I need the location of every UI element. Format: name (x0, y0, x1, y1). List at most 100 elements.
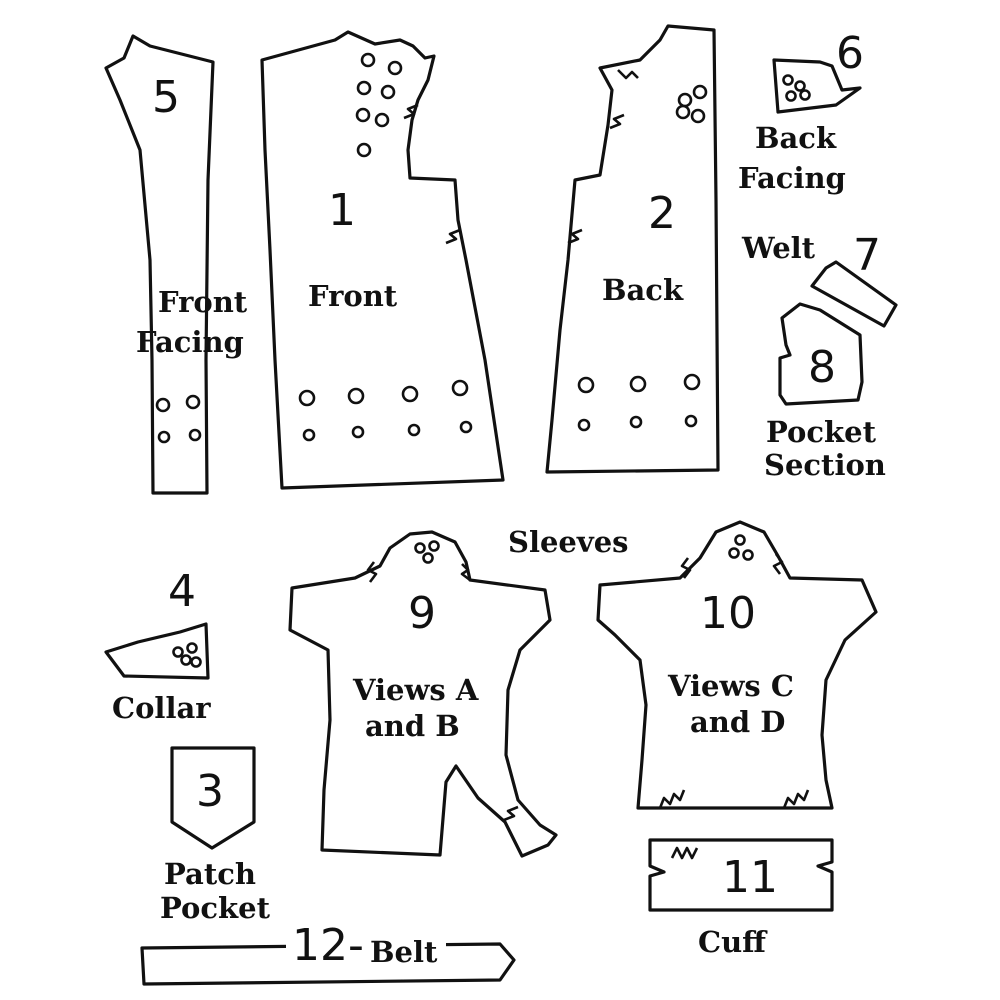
pocket-section-label-line1: Pocket (766, 415, 877, 449)
buttonhole-marking (407, 423, 421, 437)
buttonhole-marking (347, 387, 365, 405)
buttonhole-marking (351, 425, 365, 439)
piece-front: 1 Front (260, 30, 505, 490)
buttonhole-marking (675, 104, 691, 120)
buttonhole-marking (185, 394, 201, 410)
buttonhole-marking (422, 552, 434, 564)
piece-sleeve-ab: 9 Views A and B (288, 530, 558, 858)
patch-pocket-outline (170, 746, 256, 850)
belt-label-backing (286, 924, 446, 968)
back-notch-lower (567, 228, 583, 245)
sleeve-ab-number: 9 (408, 588, 436, 639)
patch-pocket-label-line2: Pocket (160, 891, 271, 925)
buttonhole-marking (683, 373, 701, 391)
buttonhole-marking (692, 84, 708, 100)
buttonhole-marking (799, 89, 811, 101)
piece-patch-pocket: 3 Patch Pocket (160, 746, 271, 925)
welt-label: Welt (741, 231, 816, 265)
buttonhole-marking (684, 414, 698, 428)
piece-belt: 12- Belt (140, 920, 516, 986)
buttonhole-marking (629, 415, 643, 429)
buttonhole-marking (190, 656, 202, 668)
buttonhole-marking (690, 108, 706, 124)
sleeve-cd-notch-hem-left (658, 789, 686, 809)
buttonhole-marking (401, 385, 419, 403)
buttonhole-marking (451, 379, 469, 397)
patch-pocket-number: 3 (196, 766, 224, 817)
buttonhole-marking (577, 418, 591, 432)
cuff-label: Cuff (698, 925, 768, 959)
back-facing-label-line2: Facing (738, 161, 846, 195)
buttonhole-marking (428, 540, 440, 552)
belt-number: 12- (292, 920, 364, 971)
back-label: Back (602, 273, 684, 307)
back-notch-upper (609, 113, 625, 130)
piece-pocket-section: 8 Pocket Section (764, 302, 886, 482)
buttonhole-marking (742, 549, 754, 561)
cuff-notch (670, 846, 699, 860)
front-label: Front (308, 279, 398, 313)
collar-label: Collar (112, 691, 211, 725)
piece-collar: 4 Collar (104, 566, 211, 725)
buttonhole-marking (157, 430, 171, 444)
buttonhole-marking (188, 428, 202, 442)
piece-cuff: 11 Cuff (648, 838, 834, 959)
patch-pocket-label-line1: Patch (164, 857, 256, 891)
sleeve-ab-notch-left (366, 561, 378, 583)
pocket-section-label-line2: Section (764, 448, 886, 482)
buttonhole-marking (155, 397, 171, 413)
sleeve-ab-label-line2: and B (365, 709, 460, 743)
collar-number: 4 (168, 566, 196, 617)
sleeve-cd-number: 10 (700, 588, 756, 639)
back-facing-number: 6 (836, 28, 864, 79)
piece-welt: 7 Welt (741, 230, 898, 328)
welt-outline (810, 260, 898, 328)
front-facing-number: 5 (152, 72, 180, 123)
buttonhole-marking (728, 547, 740, 559)
back-number: 2 (648, 188, 676, 239)
sleeve-ab-notch-right (460, 563, 471, 582)
cuff-number: 11 (722, 852, 778, 903)
back-outline (545, 24, 720, 474)
front-notch-lower (445, 228, 461, 245)
front-facing-label-line2: Facing (136, 325, 244, 359)
welt-number: 7 (853, 230, 881, 281)
sleeve-cd-notch-hem-right (782, 789, 810, 809)
front-notch-upper (403, 103, 419, 120)
buttonhole-marking (172, 646, 184, 658)
pocket-section-outline (778, 302, 864, 406)
buttonhole-marking (794, 80, 806, 92)
buttonhole-marking (356, 80, 372, 96)
back-buttons (577, 84, 708, 432)
buttonhole-marking (302, 428, 316, 442)
cuff-outline (648, 838, 834, 912)
front-facing-label-line1: Front (158, 285, 248, 319)
buttonhole-marking (374, 112, 390, 128)
buttonhole-marking (782, 74, 794, 86)
sleeve-ab-label-line1: Views A (352, 673, 479, 707)
back-facing-label-line1: Back (755, 121, 837, 155)
buttonhole-marking (298, 389, 316, 407)
buttonhole-marking (186, 642, 198, 654)
buttonhole-marking (355, 107, 371, 123)
front-buttons (298, 52, 473, 442)
piece-back: 2 Back (545, 24, 720, 474)
sleeve-cd-label-line2: and D (690, 705, 785, 739)
buttonhole-marking (414, 542, 426, 554)
buttonhole-marking (577, 376, 595, 394)
belt-label: Belt (370, 935, 438, 969)
buttonhole-marking (459, 420, 473, 434)
front-facing-buttonholes (155, 394, 202, 444)
buttonhole-marking (356, 142, 372, 158)
piece-front-facing: 5 Front Facing (104, 34, 248, 495)
sleeve-ab-outline (288, 530, 558, 858)
sleeve-cd-notch-left (680, 557, 692, 579)
sleeve-cd-label-line1: Views C (667, 669, 794, 703)
front-outline (260, 30, 505, 490)
piece-sleeve-cd: 10 Views C and D (596, 520, 878, 810)
sleeve-ab-notch-cuff (503, 805, 519, 822)
buttonhole-marking (180, 654, 192, 666)
back-notch-top (617, 69, 639, 80)
sleeve-cd-outline (596, 520, 878, 810)
